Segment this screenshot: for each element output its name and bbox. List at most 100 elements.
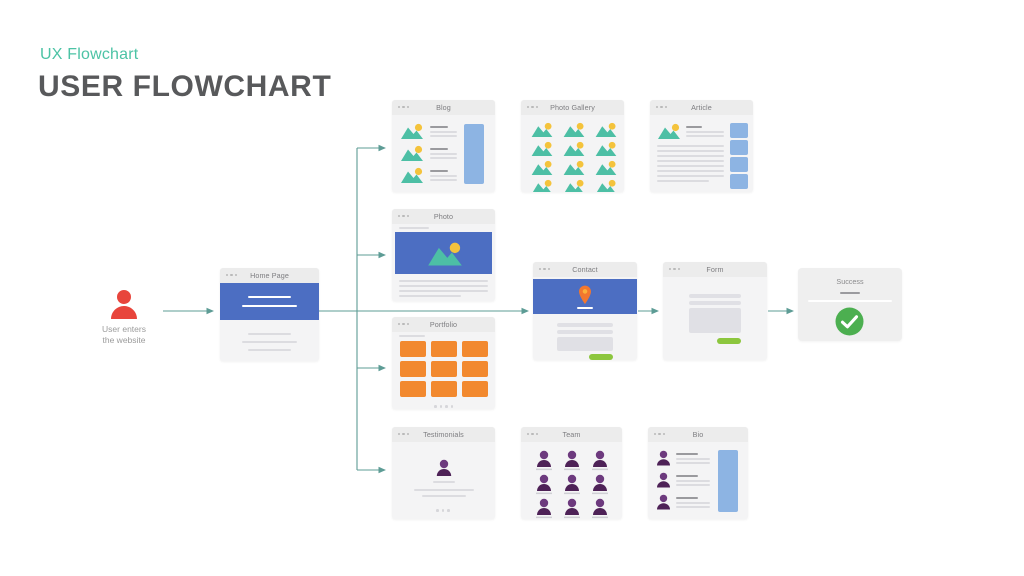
pagination-dots[interactable] bbox=[436, 509, 450, 512]
card-form[interactable]: Form bbox=[663, 262, 767, 360]
team-member bbox=[586, 449, 614, 472]
card-title: Team bbox=[562, 430, 581, 439]
card-title: Testimonials bbox=[423, 430, 464, 439]
entry-actor: User enters the website bbox=[96, 288, 152, 346]
divider bbox=[808, 300, 892, 302]
sidebar-block bbox=[730, 157, 748, 172]
text-line bbox=[657, 165, 724, 167]
text-line bbox=[430, 131, 457, 133]
page-kicker: UX Flowchart bbox=[40, 46, 139, 63]
card-titlebar: Contact bbox=[533, 262, 637, 277]
card-photo-gallery[interactable]: Photo Gallery bbox=[521, 100, 624, 192]
portfolio-grid bbox=[400, 341, 488, 397]
card-article[interactable]: Article bbox=[650, 100, 753, 192]
card-title: Bio bbox=[692, 430, 704, 439]
team-member bbox=[586, 473, 614, 496]
text-line bbox=[657, 160, 724, 162]
window-dots-icon bbox=[398, 215, 410, 218]
text-line bbox=[430, 179, 457, 181]
card-body bbox=[521, 115, 624, 192]
card-success[interactable]: Success bbox=[798, 268, 902, 341]
card-title: Home Page bbox=[250, 271, 289, 280]
card-body bbox=[220, 283, 319, 361]
card-title: Success bbox=[836, 277, 864, 286]
text-line bbox=[399, 295, 461, 297]
text-line bbox=[676, 497, 698, 499]
window-dots-icon bbox=[398, 106, 410, 109]
gallery-grid bbox=[528, 122, 622, 192]
card-titlebar: Form bbox=[663, 262, 767, 277]
thumbnail-image-icon bbox=[560, 179, 590, 192]
card-team[interactable]: Team bbox=[521, 427, 622, 519]
window-dots-icon bbox=[527, 106, 539, 109]
text-line bbox=[422, 495, 466, 497]
portfolio-tile bbox=[400, 381, 426, 397]
card-body bbox=[392, 442, 495, 519]
card-body bbox=[392, 115, 495, 192]
sidebar-block bbox=[464, 124, 484, 184]
card-body bbox=[533, 277, 637, 360]
portfolio-tile bbox=[431, 361, 457, 377]
team-member bbox=[558, 473, 586, 496]
window-dots-icon bbox=[398, 433, 410, 436]
hero-banner bbox=[395, 232, 492, 274]
text-line bbox=[657, 175, 724, 177]
hero-line bbox=[577, 307, 593, 309]
avatar-icon bbox=[435, 459, 453, 477]
form-input[interactable] bbox=[557, 323, 613, 327]
sidebar-block bbox=[718, 450, 738, 512]
text-line bbox=[686, 131, 724, 133]
thumbnail-image-icon bbox=[400, 145, 424, 162]
page-title: USER FLOWCHART bbox=[38, 70, 332, 103]
card-contact[interactable]: Contact bbox=[533, 262, 637, 360]
form-textarea[interactable] bbox=[689, 308, 741, 333]
portfolio-tile bbox=[400, 341, 426, 357]
submit-button[interactable] bbox=[717, 338, 741, 344]
thumbnail-image-icon bbox=[560, 160, 590, 176]
hero-banner bbox=[220, 283, 319, 320]
card-portfolio[interactable]: Portfolio bbox=[392, 317, 495, 409]
team-member bbox=[530, 473, 558, 496]
portfolio-tile bbox=[462, 381, 488, 397]
window-dots-icon bbox=[527, 433, 539, 436]
form-textarea[interactable] bbox=[557, 337, 613, 351]
entry-actor-label: User enters the website bbox=[102, 324, 146, 345]
thumbnail-image-icon bbox=[657, 123, 681, 140]
user-icon bbox=[96, 288, 152, 322]
card-body bbox=[663, 277, 767, 360]
team-member bbox=[530, 449, 558, 472]
text-line bbox=[430, 170, 448, 172]
text-line bbox=[840, 292, 860, 294]
window-dots-icon bbox=[669, 268, 681, 271]
text-line bbox=[430, 175, 457, 177]
form-input[interactable] bbox=[557, 330, 613, 334]
card-blog[interactable]: Blog bbox=[392, 100, 495, 192]
thumbnail-image-icon bbox=[426, 241, 464, 267]
card-bio[interactable]: Bio bbox=[648, 427, 748, 519]
card-titlebar: Portfolio bbox=[392, 317, 495, 332]
portfolio-tile bbox=[431, 381, 457, 397]
card-photo[interactable]: Photo bbox=[392, 209, 495, 301]
portfolio-tile bbox=[431, 341, 457, 357]
thumbnail-image-icon bbox=[592, 160, 622, 176]
card-title: Portfolio bbox=[429, 320, 458, 329]
portfolio-tile bbox=[400, 361, 426, 377]
card-body bbox=[392, 224, 495, 301]
card-body bbox=[648, 442, 748, 519]
card-title: Contact bbox=[572, 265, 598, 274]
text-line bbox=[399, 285, 488, 287]
thumbnail-image-icon bbox=[592, 141, 622, 157]
card-body bbox=[521, 442, 622, 519]
text-line bbox=[676, 506, 710, 508]
pagination-dots[interactable] bbox=[434, 405, 454, 408]
form-input[interactable] bbox=[689, 301, 741, 305]
form-input[interactable] bbox=[689, 294, 741, 298]
card-testimonials[interactable]: Testimonials bbox=[392, 427, 495, 519]
window-dots-icon bbox=[539, 268, 551, 271]
team-member bbox=[558, 449, 586, 472]
card-home-page[interactable]: Home Page bbox=[220, 268, 319, 361]
portfolio-tile bbox=[462, 341, 488, 357]
text-line bbox=[676, 458, 710, 460]
submit-button[interactable] bbox=[589, 354, 613, 360]
thumbnail-image-icon bbox=[592, 122, 622, 138]
